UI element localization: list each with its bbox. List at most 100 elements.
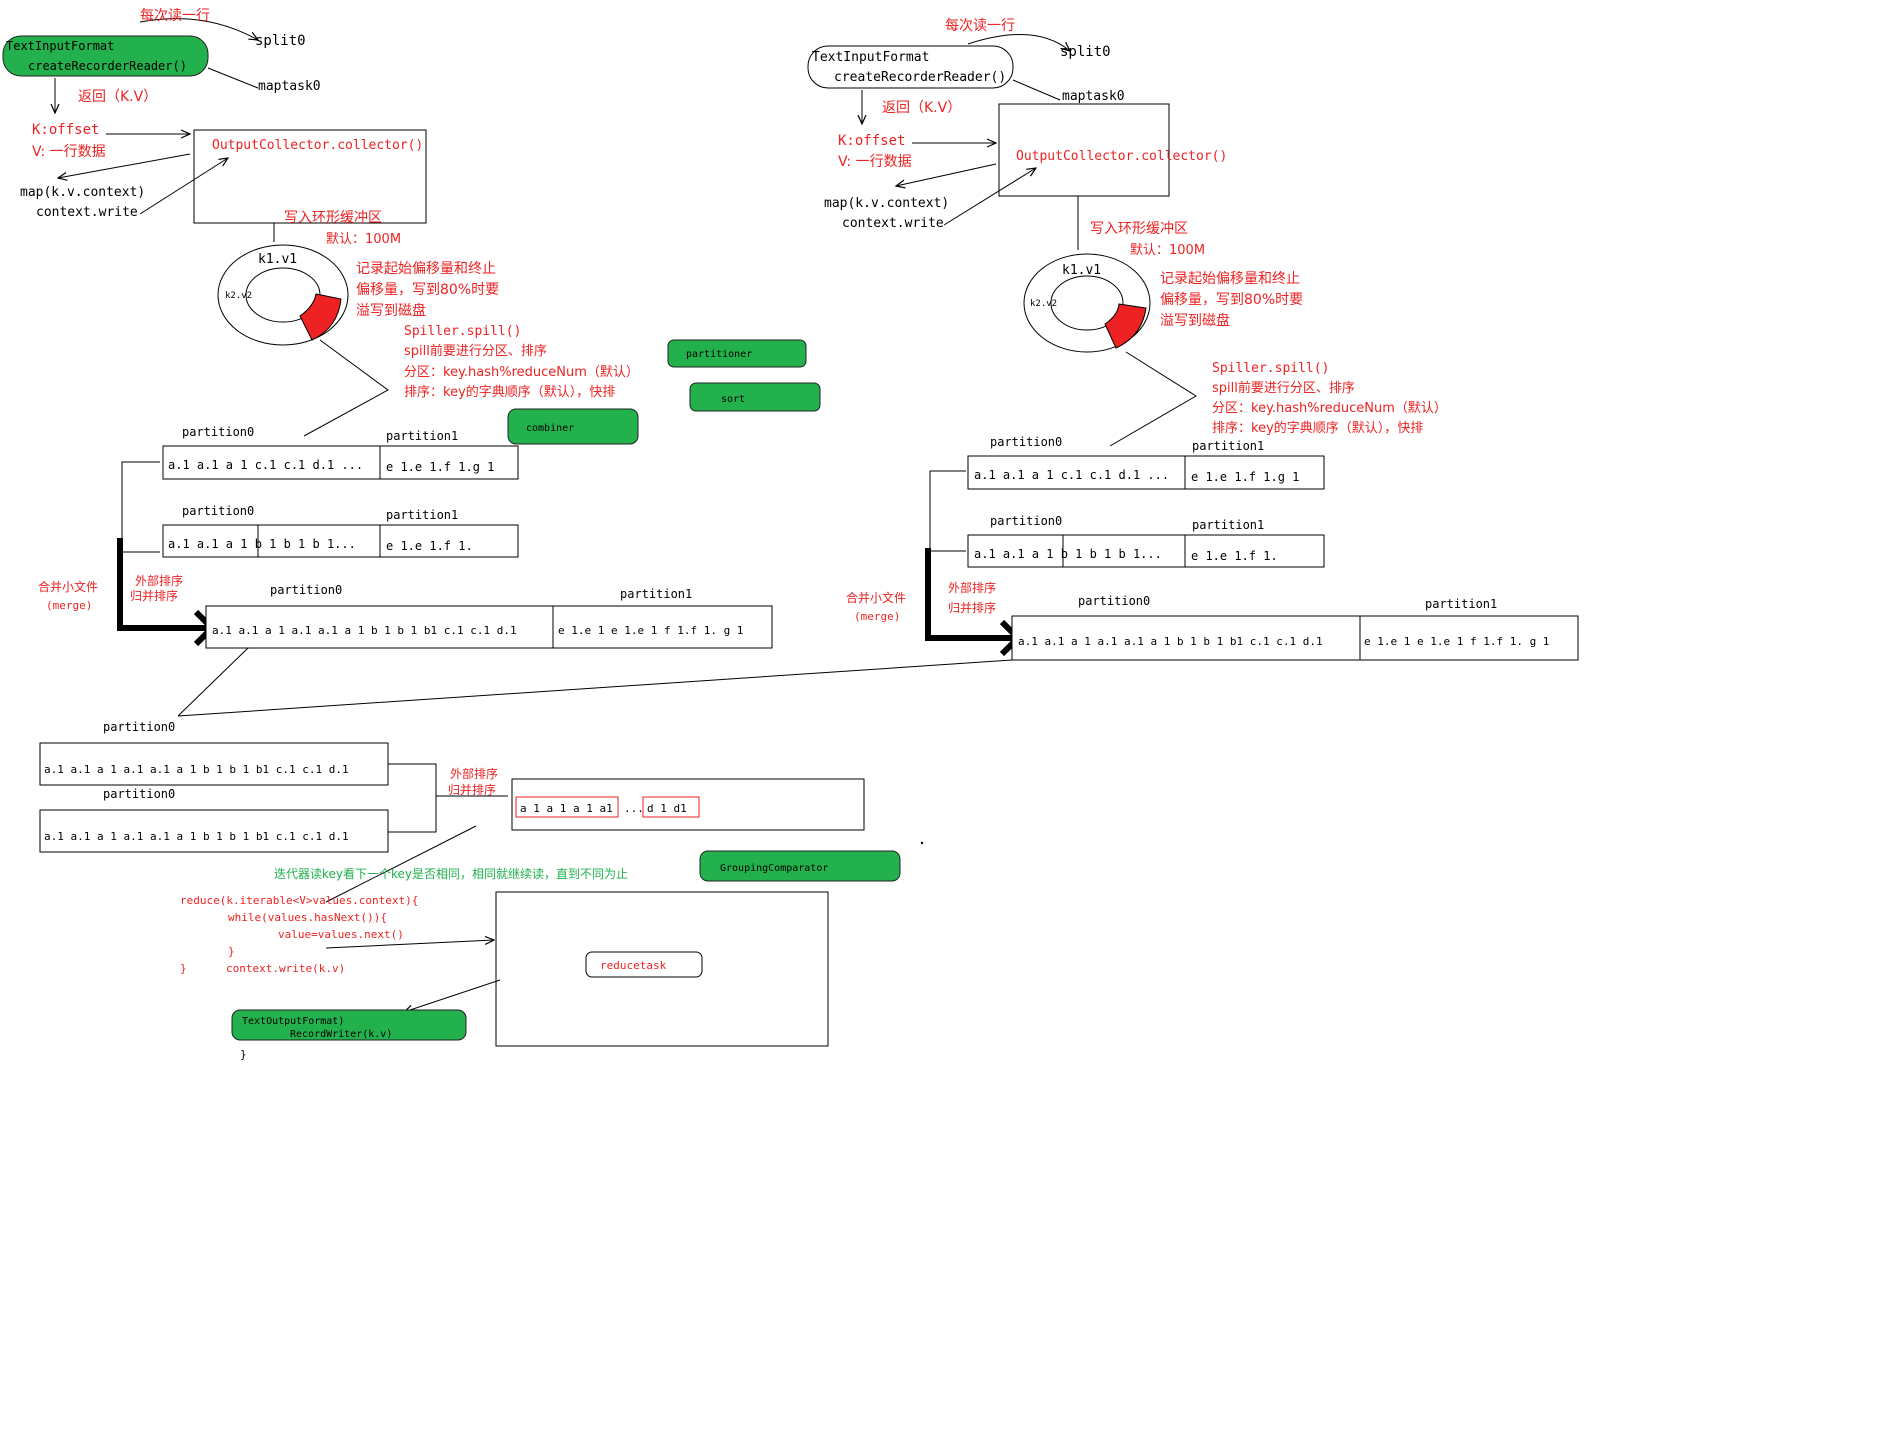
merged-p1-label: partition1 (620, 587, 692, 601)
ring-k2-label: k2.v2 (225, 291, 252, 301)
spill-line-4: 排序：key的字典顺序（默认），快排 (1212, 420, 1423, 436)
spill-b-p1-label: partition1 (386, 508, 458, 522)
map-call-label: map(k.v.context) (20, 185, 145, 200)
spill-a-p0-row: a.1 a.1 a 1 c.1 c.1 d.1 ... (168, 458, 363, 472)
merge-thick-arrow (925, 548, 1014, 641)
v-arrow (58, 153, 191, 178)
spill-line-2: spill前要进行分区、排序 (1212, 380, 1355, 396)
read-line-arrow (139, 18, 258, 40)
reduce-ext-sort-2: 归并排序 (448, 782, 496, 797)
record-note-3: 溢写到磁盘 (356, 302, 426, 319)
reduce-input-2 (39, 809, 389, 853)
spill-b-p0-label: partition0 (990, 514, 1062, 528)
record-note-3: 溢写到磁盘 (1160, 312, 1230, 329)
output-closing-brace: } (240, 1048, 247, 1061)
input-format-line1: TextInputFormat (812, 50, 929, 65)
spill-line-3: 分区：key.hash%reduceNum（默认） (1212, 400, 1447, 416)
spill-b-p0-label: partition0 (182, 504, 254, 518)
reduce-row-1: a.1 a.1 a 1 a.1 a.1 a 1 b 1 b 1 b1 c.1 c… (44, 763, 349, 776)
reduce-in-arrow (325, 940, 494, 949)
spill-b-p1-label: partition1 (1192, 518, 1264, 532)
reduce-input-1 (39, 742, 389, 786)
ring-k2-label: k2.v2 (1030, 299, 1057, 309)
default-size-label: 默认：100M (326, 231, 401, 247)
default-size-label: 默认：100M (1130, 242, 1205, 258)
text-input-format-node (807, 45, 1014, 89)
group-a-box (515, 796, 619, 818)
split-label: split0 (255, 33, 306, 49)
v-line-label: V: 一行数据 (838, 154, 912, 170)
group-d-text: d 1 d1 (647, 802, 687, 815)
write-ring-label: 写入环形缓冲区 (1090, 221, 1188, 237)
ring-k1-label: k1.v1 (1062, 263, 1101, 278)
merged-file (1011, 615, 1579, 661)
ext-sort-label-1: 外部排序 (135, 573, 183, 588)
reduce-code-1: reduce(k.iterable<V>values.context){ (180, 894, 418, 907)
reduce-p0-label-2: partition0 (103, 787, 175, 801)
spill-file-a (162, 445, 519, 480)
merge-label-1: 合并小文件 (846, 590, 906, 605)
merged-p1-label: partition1 (1425, 597, 1497, 611)
merged-p0-row: a.1 a.1 a 1 a.1 a.1 a 1 b 1 b 1 b1 c.1 c… (212, 624, 517, 637)
spill-b-p1-row: e 1.e 1.f 1. (386, 539, 473, 553)
merged-p1-row: e 1.e 1 e 1.e 1 f 1.f 1. g 1 (558, 624, 743, 637)
grouping-comparator-node (699, 850, 901, 882)
combiner-label: combiner (526, 423, 574, 434)
read-line-label: 每次读一行 (140, 7, 210, 24)
record-note-2: 偏移量，写到80%时要 (1160, 292, 1303, 308)
text-output-format-node (231, 1009, 467, 1041)
merged-p0-label: partition0 (270, 583, 342, 597)
maptask-label: maptask0 (1062, 89, 1125, 104)
spill-a-p1-label: partition1 (386, 429, 458, 443)
spill-b-p1-row: e 1.e 1.f 1. (1191, 549, 1278, 563)
spill-connector (303, 339, 389, 437)
read-line-arrow (967, 34, 1070, 51)
spill-line-4: 排序：key的字典顺序（默认），快排 (404, 384, 615, 400)
partitioner-node (667, 339, 807, 368)
v-line-label: V: 一行数据 (32, 144, 106, 160)
ring-buffer-inner (1050, 275, 1124, 331)
maptask-label: maptask0 (258, 79, 321, 94)
group-dots: ... (624, 802, 644, 815)
spill-a-p0-label: partition0 (182, 425, 254, 439)
grouping-comparator-label: GroupingComparator (720, 863, 828, 874)
input-format-line1: TextInputFormat (6, 39, 114, 53)
input-format-line2: createRecorderReader() (28, 59, 187, 73)
reducetask-node (585, 951, 703, 978)
reduce-code-5: } (180, 962, 187, 975)
combiner-node (507, 408, 639, 445)
reduce-code-6: context.write(k.v) (226, 962, 345, 975)
record-note-1: 记录起始偏移量和终止 (356, 261, 496, 277)
spill-line-1: Spiller.spill() (1212, 361, 1329, 376)
output-format-line2: RecordWriter(k.v) (290, 1029, 392, 1040)
return-kv-label: 返回（K.V） (78, 89, 157, 105)
text-input-format-node (2, 35, 209, 77)
group-d-box (642, 796, 700, 818)
spill-file-a (967, 455, 1325, 490)
sort-label: sort (721, 394, 745, 405)
merge-thick-arrow (117, 538, 208, 631)
input-format-line2: createRecorderReader() (834, 70, 1006, 85)
output-format-line1: TextOutputFormat) (242, 1016, 344, 1027)
sort-node (689, 382, 821, 412)
merged-p0-row: a.1 a.1 a 1 a.1 a.1 a 1 b 1 b 1 b1 c.1 c… (1018, 635, 1323, 648)
copy-line-left (177, 647, 249, 717)
maptask-connector (207, 67, 259, 89)
context-write-label: context.write (842, 216, 944, 231)
spill-line-1: Spiller.spill() (404, 324, 521, 339)
record-note-1: 记录起始偏移量和终止 (1160, 271, 1300, 287)
spill-b-p0-row: a.1 a.1 a 1 b 1 b 1 b 1... (168, 537, 356, 551)
reduce-ext-sort-1: 外部排序 (450, 766, 498, 781)
left-map-task: 每次读一行 split0 TextInputFormat createRecor… (2, 7, 821, 649)
split-label: split0 (1060, 44, 1111, 60)
merge-label-2: (merge) (46, 599, 92, 612)
reducetask-label: reducetask (600, 959, 667, 972)
right-map-task: 每次读一行 split0 TextInputFormat createRecor… (807, 17, 1579, 661)
merge-bracket-top (121, 461, 160, 628)
stray-dot (920, 841, 924, 845)
copy-line-right (177, 659, 1013, 717)
reduce-out-arrow (404, 979, 501, 1012)
maptask-connector (1012, 79, 1061, 101)
collector-label: OutputCollector.collector() (212, 138, 423, 153)
